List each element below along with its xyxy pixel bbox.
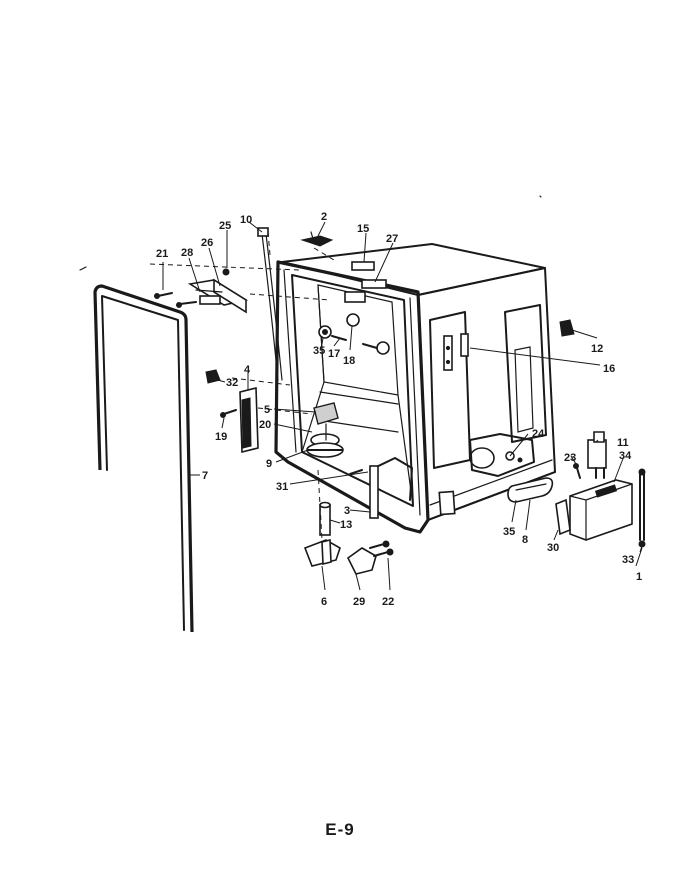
callout-16: 16	[603, 363, 615, 375]
callout-2: 2	[321, 211, 327, 223]
callout-35-lower: 35	[503, 526, 515, 538]
callout-10: 10	[240, 214, 252, 226]
assembly-dash-lines	[149, 231, 335, 541]
callout-1: 1	[636, 571, 642, 583]
upper-hinge-brackets	[154, 227, 283, 381]
callout-7: 7	[202, 470, 208, 482]
callout-25: 25	[219, 220, 231, 232]
callout-6: 6	[321, 596, 327, 608]
callout-20: 20	[259, 419, 271, 431]
leader-lines	[162, 221, 643, 591]
callout-35-upper: 35	[313, 345, 325, 357]
callout-32: 32	[226, 377, 238, 389]
tub-cabinet	[274, 243, 556, 534]
callout-34: 34	[619, 450, 632, 462]
callout-12: 12	[591, 343, 603, 355]
page-label: E-9	[325, 820, 355, 839]
callout-15: 15	[357, 223, 369, 235]
callout-30: 30	[547, 542, 559, 554]
callout-26: 26	[201, 237, 213, 249]
callout-28: 28	[181, 247, 193, 259]
right-side-parts	[505, 319, 646, 548]
callout-24: 24	[532, 428, 545, 440]
callout-13: 13	[340, 519, 352, 531]
callout-17: 17	[328, 348, 340, 360]
callout-21: 21	[156, 248, 168, 260]
callout-9: 9	[266, 458, 272, 470]
callout-5: 5	[264, 404, 270, 416]
callout-3: 3	[344, 505, 350, 517]
callout-22: 22	[382, 596, 394, 608]
callout-33: 33	[622, 554, 634, 566]
callout-27: 27	[386, 233, 398, 245]
callout-8: 8	[522, 534, 528, 546]
inner-components	[300, 231, 413, 519]
callout-31: 31	[276, 481, 288, 493]
left-lower-parts	[205, 369, 259, 454]
callout-23: 23	[564, 452, 576, 464]
callout-19: 19	[215, 431, 227, 443]
callout-numbers: 21 28 26 25 10 2 15 27 35 17 18 32 4 5 2…	[156, 211, 642, 608]
callout-29: 29	[353, 596, 365, 608]
callout-4: 4	[244, 364, 251, 376]
lower-hinge-parts	[303, 501, 394, 575]
callout-18: 18	[343, 355, 355, 367]
callout-11: 11	[617, 437, 629, 449]
door-gasket	[93, 284, 194, 633]
